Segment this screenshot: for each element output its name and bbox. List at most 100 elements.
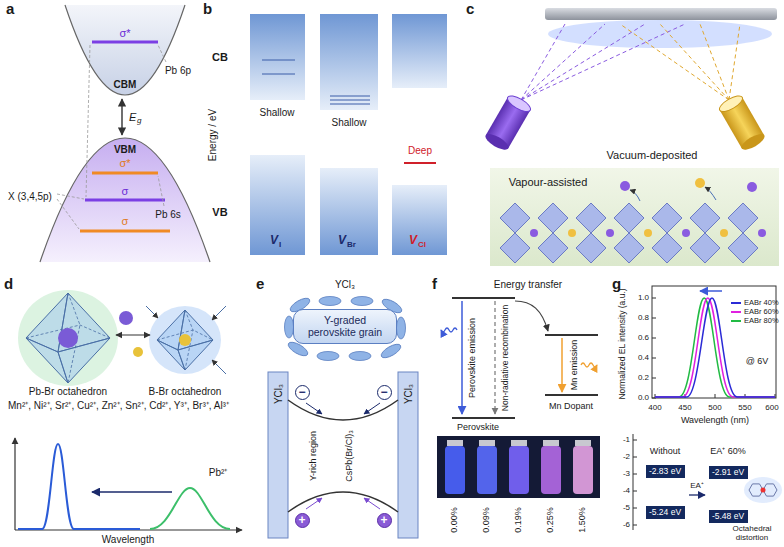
compression-arrow	[212, 360, 226, 374]
defect-level	[330, 96, 370, 97]
band-label: VB	[212, 206, 227, 218]
tick-label: -3	[623, 470, 630, 479]
band-edge	[288, 492, 398, 512]
ion	[568, 229, 576, 237]
emission-arrow	[561, 338, 563, 392]
process-label: Non-radiative recombination	[501, 305, 510, 411]
ion	[720, 229, 728, 237]
octahedron	[728, 233, 758, 263]
vial-cap	[511, 440, 527, 446]
tick-label: 400	[648, 404, 661, 413]
glow	[744, 477, 782, 503]
region-label: CsPb(Br/Cl)₃	[345, 430, 355, 482]
orbital-label: Pb 6p	[165, 65, 191, 76]
charge-circle: −	[377, 385, 392, 400]
vial	[477, 446, 497, 494]
crucible	[717, 93, 767, 153]
migration-arrow	[630, 190, 640, 201]
process-label: Energy transfer	[494, 279, 562, 290]
tick-label: 0.8	[638, 314, 649, 323]
ea-arrow	[689, 494, 705, 495]
vial-cap	[479, 440, 495, 446]
orbital-label: σ*	[119, 157, 130, 169]
structure-label: Octahedral distortion	[721, 525, 783, 543]
ycl3-bar	[398, 372, 418, 538]
octahedron	[538, 233, 568, 263]
photo	[437, 436, 600, 498]
deep-level	[404, 162, 436, 164]
node-text: +	[298, 514, 305, 526]
node-text: -2.91 eV	[712, 467, 744, 477]
vial	[445, 446, 465, 494]
vial-cap	[543, 440, 559, 446]
axis-title: Wavelength	[102, 534, 154, 545]
node-text: -5.24 eV	[649, 507, 681, 517]
glow	[18, 290, 118, 386]
band-edge	[288, 400, 398, 420]
orbital-label: Pb 6s	[155, 209, 181, 220]
charge-circle: +	[295, 513, 310, 528]
ion	[620, 181, 630, 191]
vacancy-symbol: V	[270, 234, 278, 247]
octahedron	[157, 310, 213, 370]
emission-peak	[150, 488, 230, 529]
particle	[397, 317, 406, 339]
ion	[133, 347, 143, 357]
ion	[119, 311, 133, 325]
band-block	[320, 168, 378, 255]
carrier-arrow	[306, 498, 322, 509]
vapour-path	[521, 24, 685, 100]
ticks	[633, 440, 637, 525]
method-label: Vapour-assisted	[509, 176, 588, 188]
tick-label: -4	[623, 487, 630, 496]
shift-arrow	[92, 491, 172, 493]
octahedron	[576, 203, 606, 233]
photon-wave	[441, 328, 457, 332]
vapour-path	[521, 24, 565, 100]
emission-peak	[18, 444, 140, 529]
orbital-level	[92, 172, 158, 175]
octahedron	[576, 233, 606, 263]
band-block	[392, 185, 447, 255]
legend-swatch	[731, 320, 741, 322]
axis	[14, 438, 15, 530]
valence-band	[40, 138, 210, 262]
concentration-label: 0.25%	[546, 507, 556, 533]
panel-letter: f	[432, 276, 437, 293]
vial	[573, 446, 593, 494]
energy-level	[452, 297, 515, 299]
band-block	[392, 14, 447, 88]
band-label: CB	[212, 51, 228, 63]
axis-title: Normalized EL intensity (a.u.)	[618, 288, 627, 399]
node-text: +	[380, 514, 387, 526]
compression-arrow	[146, 306, 158, 318]
band-block	[250, 14, 305, 100]
charge-circle: −	[295, 385, 310, 400]
glow	[149, 306, 221, 374]
crucible-mouth	[717, 93, 745, 115]
panel-letter: d	[4, 276, 13, 293]
orbital-level	[80, 230, 170, 233]
leader-line	[158, 45, 166, 62]
concentration-label: 0.00%	[450, 507, 460, 533]
ycl3-particles	[285, 296, 406, 361]
vial	[509, 446, 529, 494]
crucible	[483, 93, 533, 153]
energy-box: -2.91 eV	[709, 466, 748, 479]
carrier-arrow	[364, 403, 380, 414]
level-label: Shallow	[331, 117, 366, 128]
tick-label: -5	[623, 504, 630, 513]
photon-wave	[581, 363, 597, 367]
vial-cap	[575, 440, 591, 446]
crucible-mouth	[505, 93, 533, 115]
orbital-label: σ	[122, 185, 129, 197]
vacancy-symbol: V	[338, 234, 346, 247]
tick-label: 0.6	[638, 334, 649, 343]
axis-title: Wavelength (nm)	[681, 416, 749, 426]
tick-label: 0.0	[638, 394, 649, 403]
panel-letter: c	[466, 1, 474, 18]
ion	[747, 182, 757, 192]
axis	[633, 434, 634, 530]
node-text: −	[380, 386, 387, 398]
